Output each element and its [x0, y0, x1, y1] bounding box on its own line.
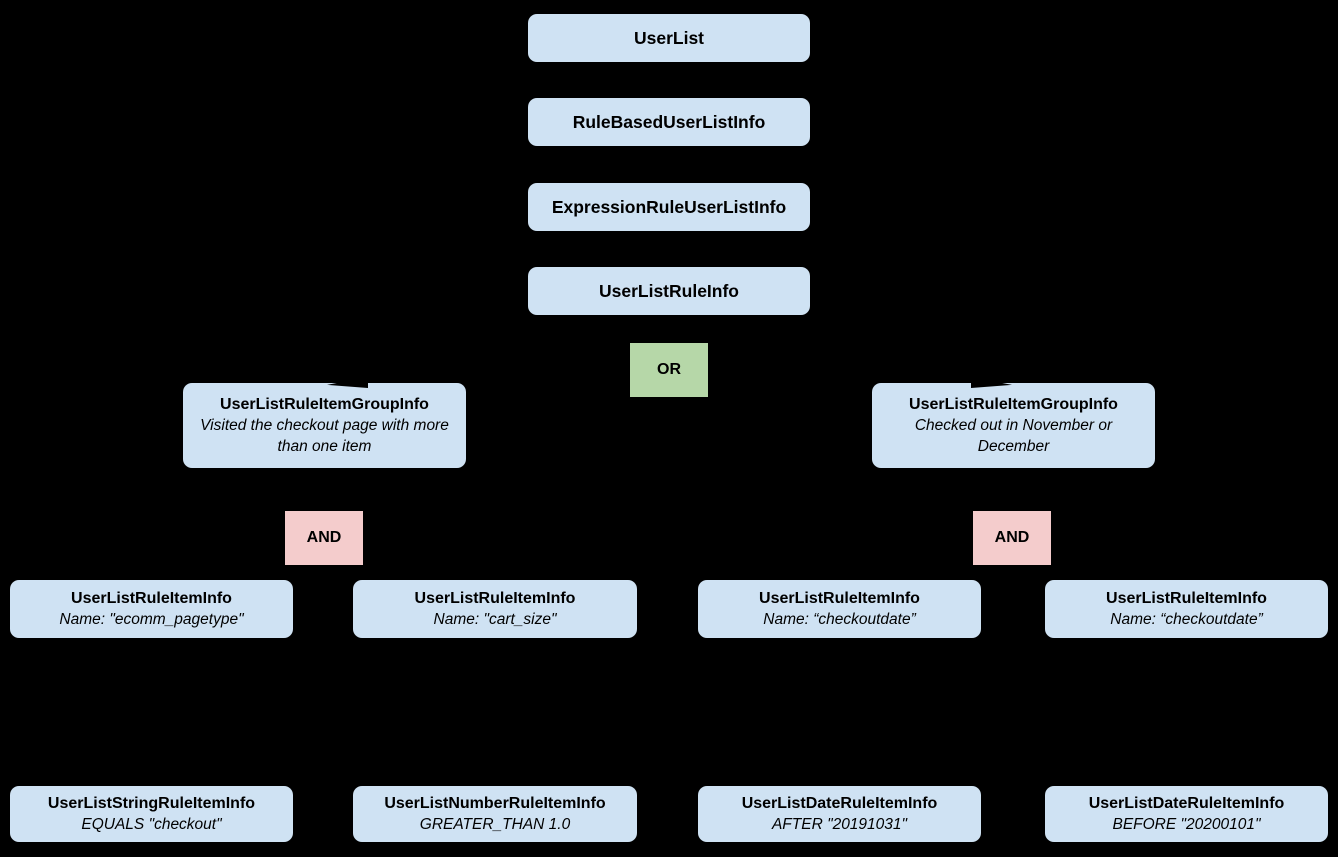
node-ruleitemgroupinfo-left: UserListRuleItemGroupInfo Visited the ch…: [183, 383, 466, 468]
node-dateruleiteminfo-before: UserListDateRuleItemInfo BEFORE "2020010…: [1045, 786, 1328, 842]
node-title: ExpressionRuleUserListInfo: [551, 196, 787, 217]
node-title: UserListRuleItemInfo: [1106, 590, 1267, 607]
node-title: UserListRuleInfo: [598, 280, 740, 301]
node-rulebaseduserlistinfo: RuleBasedUserListInfo: [528, 98, 810, 146]
node-stringruleiteminfo: UserListStringRuleItemInfo EQUALS "check…: [10, 786, 293, 842]
node-description: EQUALS "checkout": [81, 816, 222, 833]
node-numberruleiteminfo: UserListNumberRuleItemInfo GREATER_THAN …: [353, 786, 637, 842]
node-description: BEFORE "20200101": [1112, 816, 1261, 833]
node-title: UserListRuleItemGroupInfo: [220, 396, 429, 413]
node-title: UserListDateRuleItemInfo: [1088, 795, 1285, 812]
and-operator-box-right: AND: [973, 511, 1051, 565]
node-title: UserListRuleItemInfo: [759, 590, 920, 607]
node-dateruleiteminfo-after: UserListDateRuleItemInfo AFTER "20191031…: [698, 786, 981, 842]
node-title: UserListStringRuleItemInfo: [47, 795, 256, 812]
node-description: Name: “checkoutdate”: [1110, 611, 1263, 628]
node-description: Visited the checkout page with more than…: [200, 417, 449, 455]
and-operator-box-left: AND: [285, 511, 363, 565]
node-userlistruleinfo: UserListRuleInfo: [528, 267, 810, 315]
node-ruleiteminfo-cart-size: UserListRuleItemInfo Name: "cart_size": [353, 580, 637, 638]
node-title: UserList: [633, 27, 705, 48]
node-description: GREATER_THAN 1.0: [419, 816, 571, 833]
node-title: UserListNumberRuleItemInfo: [384, 795, 606, 812]
node-ruleiteminfo-ecomm-pagetype: UserListRuleItemInfo Name: "ecomm_pagety…: [10, 580, 293, 638]
node-description: Name: “checkoutdate”: [763, 611, 916, 628]
node-ruleiteminfo-checkoutdate-1: UserListRuleItemInfo Name: “checkoutdate…: [698, 580, 981, 638]
node-ruleitemgroupinfo-right: UserListRuleItemGroupInfo Checked out in…: [872, 383, 1155, 468]
node-expressionruleuserlistinfo: ExpressionRuleUserListInfo: [528, 183, 810, 231]
node-ruleiteminfo-checkoutdate-2: UserListRuleItemInfo Name: “checkoutdate…: [1045, 580, 1328, 638]
connector-arrowhead-icon: [327, 377, 368, 388]
node-title: UserListDateRuleItemInfo: [741, 795, 938, 812]
node-title: RuleBasedUserListInfo: [572, 111, 766, 132]
node-title: UserListRuleItemInfo: [414, 590, 576, 607]
node-title: UserListRuleItemGroupInfo: [909, 396, 1118, 413]
connector-arrowhead-icon: [971, 377, 1012, 388]
node-description: AFTER "20191031": [771, 816, 908, 833]
or-operator-box: OR: [630, 343, 708, 397]
node-description: Name: "ecomm_pagetype": [59, 611, 244, 628]
node-description: Name: "cart_size": [433, 611, 557, 628]
node-description: Checked out in November or December: [914, 417, 1113, 455]
node-userlist: UserList: [528, 14, 810, 62]
node-title: UserListRuleItemInfo: [71, 590, 232, 607]
